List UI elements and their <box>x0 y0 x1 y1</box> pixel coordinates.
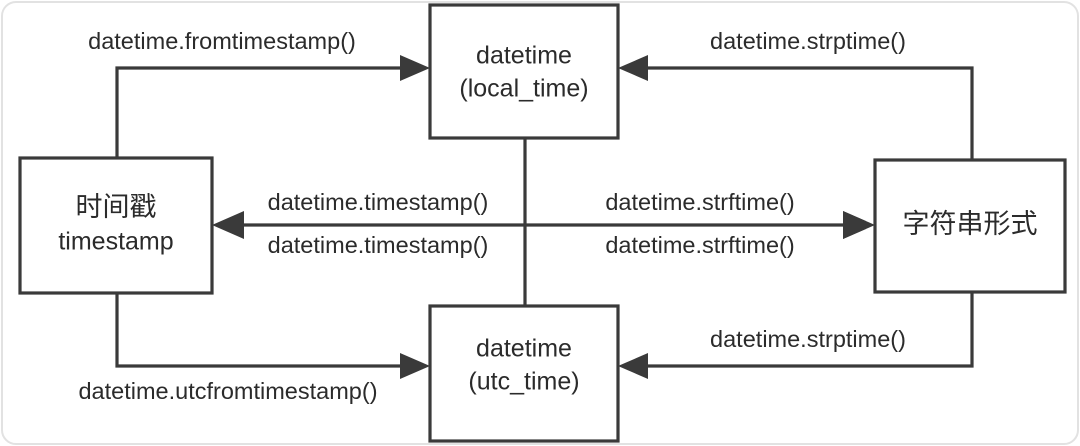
connector-timestamp-to-local <box>115 66 408 158</box>
edge-label-timestamp-upper: datetime.timestamp() <box>268 189 489 215</box>
arrowhead-to-timestamp <box>212 211 244 239</box>
node-timestamp[interactable]: 时间戳 timestamp <box>18 156 214 295</box>
connector-string-to-local <box>640 66 974 160</box>
edge-label-timestamp-lower: datetime.timestamp() <box>268 232 489 258</box>
node-local-time-line2: (local_time) <box>459 75 588 103</box>
edge-label-strftime-upper: datetime.strftime() <box>605 189 794 215</box>
node-timestamp-box <box>18 156 214 295</box>
node-string-form-box <box>873 158 1067 294</box>
node-timestamp-line2: timestamp <box>58 228 173 256</box>
node-utc-time-line1: datetime <box>476 335 572 363</box>
arrowhead-string-to-local <box>618 55 648 81</box>
arrowhead-string-to-utc <box>618 353 648 379</box>
edge-label-fromtimestamp: datetime.fromtimestamp() <box>88 28 356 54</box>
node-utc-time[interactable]: datetime (utc_time) <box>428 304 620 443</box>
node-utc-time-line2: (utc_time) <box>468 368 579 396</box>
arrowhead-to-string-form-top <box>843 211 875 239</box>
node-string-form-line1: 字符串形式 <box>903 209 1038 239</box>
connector-string-to-utc <box>640 292 974 368</box>
node-timestamp-line1: 时间戳 <box>76 192 157 222</box>
edge-label-strptime-utc: datetime.strptime() <box>710 326 906 352</box>
arrowhead-timestamp-to-utc <box>400 353 430 379</box>
arrowhead-timestamp-to-local <box>400 55 430 81</box>
node-local-time[interactable]: datetime (local_time) <box>428 3 620 140</box>
node-local-time-box <box>428 3 620 140</box>
node-utc-time-box <box>428 304 620 443</box>
edge-label-strftime-lower: datetime.strftime() <box>605 232 794 258</box>
edge-label-strptime-local: datetime.strptime() <box>710 28 906 54</box>
node-local-time-line1: datetime <box>476 42 572 70</box>
node-string-form[interactable]: 字符串形式 <box>873 158 1067 294</box>
edge-label-utcfromtimestamp: datetime.utcfromtimestamp() <box>78 378 377 404</box>
connector-timestamp-to-utc <box>115 293 408 368</box>
